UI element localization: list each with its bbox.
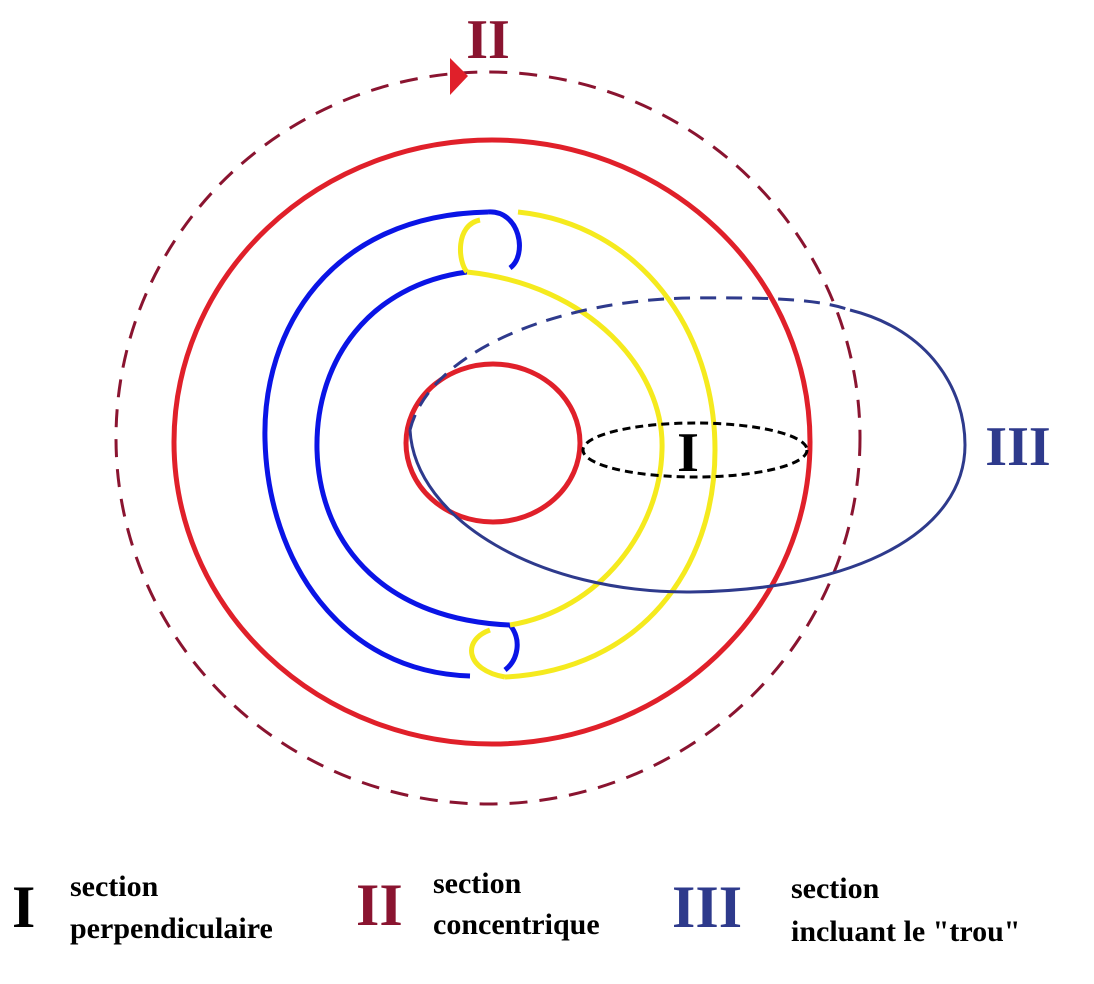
legend-line1-ii: section [433, 867, 522, 900]
yellow-inner-arc [466, 269, 665, 628]
legend-line2-ii: concentrique [433, 908, 600, 941]
concentric-section-dashed-circle [114, 70, 862, 806]
blue-top-hook [487, 209, 522, 271]
blue-inner-arc [314, 269, 511, 628]
legend-line2-iii: incluant le "trou" [791, 915, 1020, 948]
hole-section-ellipse-dashed-top [408, 296, 851, 431]
inner-red-circle [403, 361, 583, 525]
legend-numeral-iii: III [672, 874, 742, 940]
marker-i: I [677, 422, 699, 484]
legend-item-ii: II section concentrique [356, 867, 600, 941]
blue-bottom-hook [503, 623, 520, 672]
legend-line1-i: section [70, 870, 159, 903]
perpendicular-section-dashed-ellipse [581, 421, 809, 479]
legend-line1-iii: section [791, 872, 880, 905]
legend: I section perpendiculaire II section con… [12, 867, 1020, 948]
direction-arrow-icon [450, 58, 468, 95]
legend-item-i: I section perpendiculaire [12, 870, 273, 945]
blue-outer-arc [262, 209, 489, 679]
marker-ii: II [466, 9, 510, 71]
marker-iii: III [985, 416, 1050, 478]
legend-numeral-ii: II [356, 872, 403, 938]
yellow-outer-arc [504, 209, 718, 680]
yellow-bottom-hook [469, 627, 506, 680]
outer-red-circle [171, 137, 813, 747]
hole-section-ellipse-solid [408, 308, 967, 594]
yellow-top-hook [457, 217, 481, 274]
legend-item-iii: III section incluant le "trou" [672, 872, 1020, 948]
legend-numeral-i: I [12, 874, 35, 940]
legend-line2-i: perpendiculaire [70, 912, 273, 945]
